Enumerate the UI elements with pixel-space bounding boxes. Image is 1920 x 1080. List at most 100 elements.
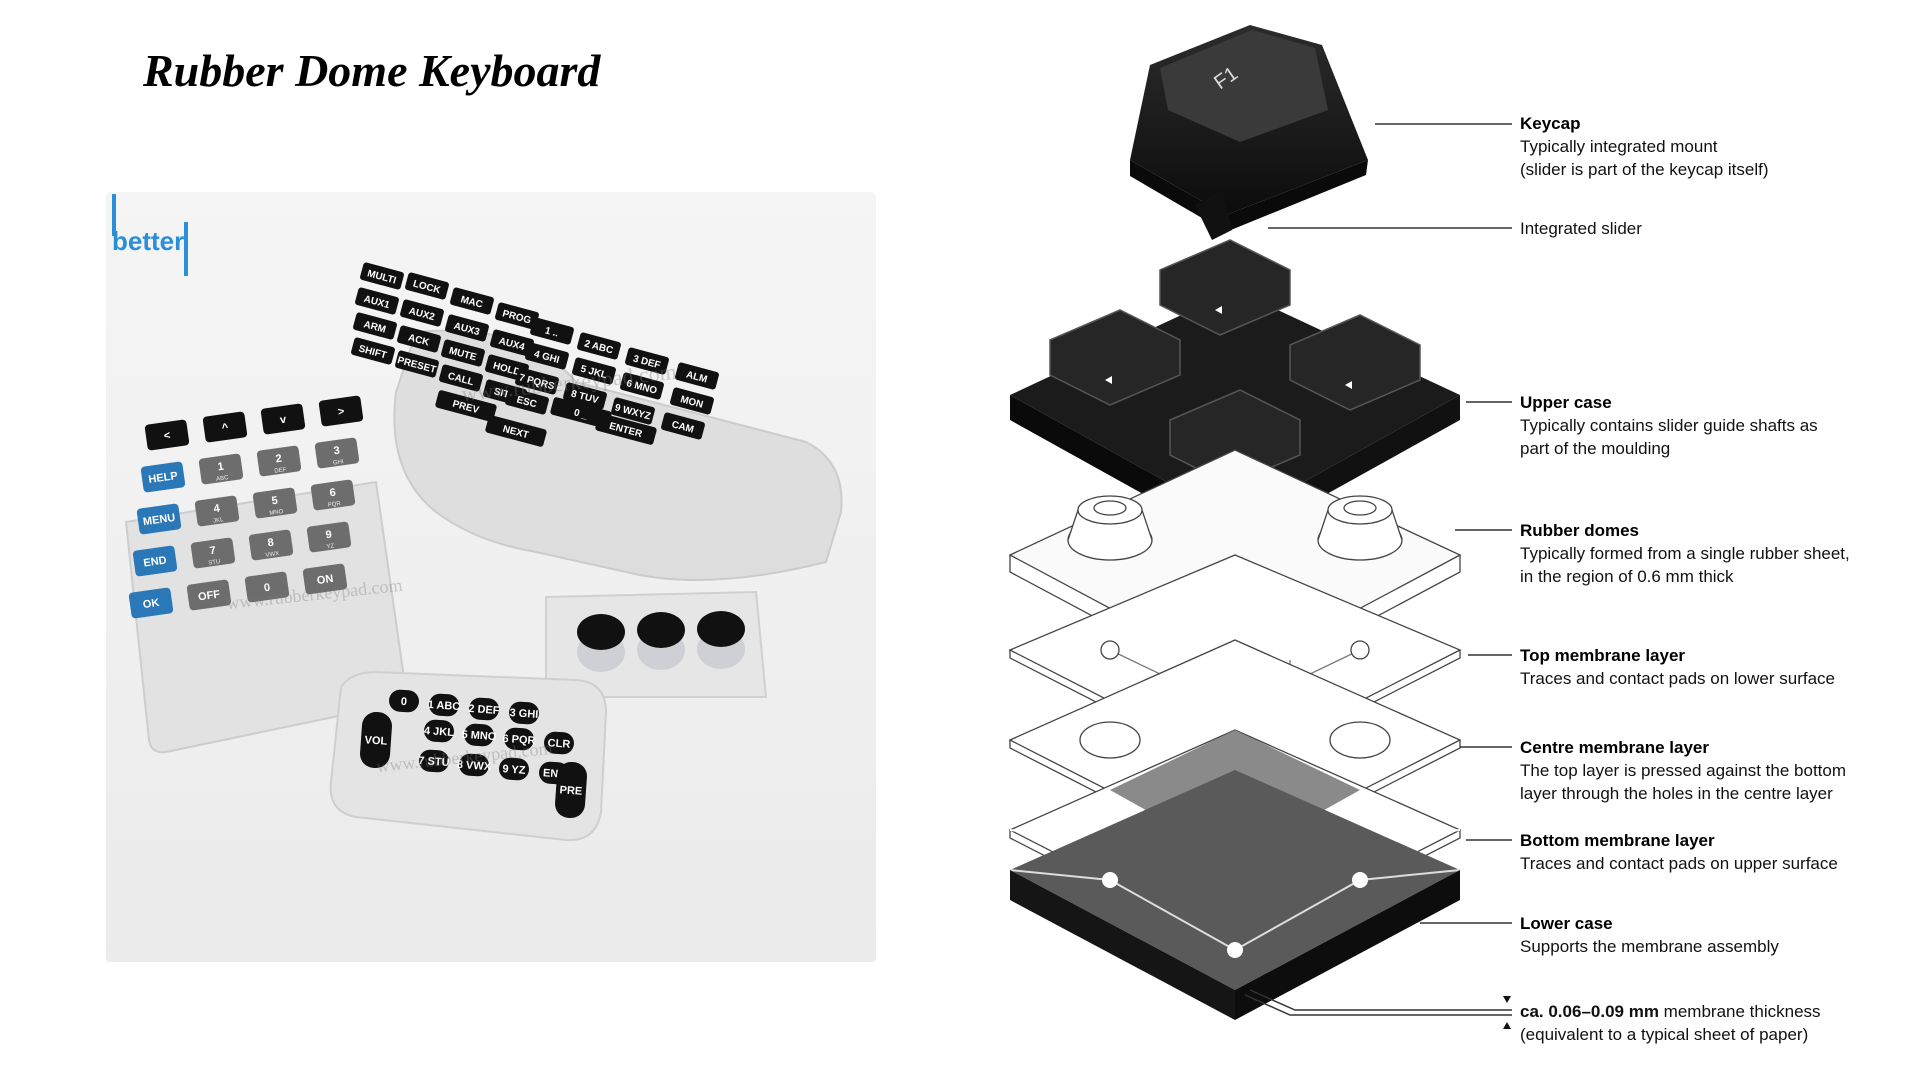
main-key-24: MON [670,387,714,415]
svg-text:2 DEF: 2 DEF [468,703,500,717]
main-key-21: 4 GHI [525,342,569,370]
main-key-31: ENTER [595,413,657,445]
leader-lines [1244,123,1512,1016]
svg-text:4: 4 [213,503,222,516]
svg-text:OFF: OFF [197,588,221,603]
integrated-slider [1195,190,1232,240]
svg-text:7: 7 [209,545,217,558]
svg-text:2: 2 [275,453,283,466]
callout-lower-case-line-1: Supports the membrane assembly [1520,937,1779,956]
left-key-3: v [260,403,306,435]
remote-key-7: 6 PQR [502,727,536,751]
main-key-32: PREV [435,390,497,422]
remote-key-2: 1 ABC [427,693,461,717]
svg-text:1: 1 [217,461,225,474]
callout-upper-case-line-2: part of the moulding [1520,439,1671,458]
main-key-11: MUTE [441,339,485,367]
callout-thickness: ca. 0.06–0.09 mm membrane thickness (equ… [1520,1000,1821,1046]
thickness-arrows-icon [1503,996,1511,1029]
callout-rubber-domes-line-1: Typically formed from a single rubber sh… [1520,544,1850,563]
svg-text:>: > [337,406,345,419]
main-key-15: CALL [439,364,483,392]
round-button-3 [697,611,745,669]
svg-text:VOL: VOL [364,734,388,748]
main-key-7: AUX3 [445,314,489,342]
remote-key-10: 8 VWX [456,753,492,777]
svg-text:3: 3 [333,445,341,458]
remote-key-9: 7 STU [418,749,450,773]
keypad-photo-illustration: MULTILOCKMACPROGAUX1AUX2AUX3AUX4ARMACKMU… [124,262,843,842]
callout-centre-membrane-line-1: The top layer is pressed against the bot… [1520,761,1847,780]
round-buttons [577,611,745,672]
better-logo-icon: better [112,194,188,276]
callout-rubber-domes: Rubber domes Typically formed from a sin… [1520,519,1850,588]
thickness-note: (equivalent to a typical sheet of paper) [1520,1025,1809,1044]
svg-text:END: END [143,554,168,569]
svg-text:6: 6 [329,487,337,500]
callout-top-membrane-label: Top membrane layer [1520,646,1686,665]
main-key-2: LOCK [405,272,449,300]
svg-text:MNO: MNO [269,509,284,517]
callout-slider: Integrated slider [1520,217,1642,240]
svg-text:5 MNO: 5 MNO [461,729,497,743]
svg-text:4 JKL: 4 JKL [424,725,455,739]
callout-lower-case: Lower case Supports the membrane assembl… [1520,912,1779,958]
remote-key-13: VOL [360,711,392,769]
svg-text:6 PQR: 6 PQR [502,733,536,747]
main-key-4: PROG [495,302,539,330]
main-key-23: 6 MNO [620,372,664,400]
callout-centre-membrane: Centre membrane layer The top layer is p… [1520,736,1846,805]
svg-text:ABC: ABC [216,475,230,483]
round-button-1 [577,614,625,672]
main-key-1: MULTI [360,262,404,290]
left-key-9: MENU [136,503,182,535]
callout-keycap-line-2: (slider is part of the keycap itself) [1520,160,1769,179]
callout-upper-case-label: Upper case [1520,393,1612,412]
main-key-9: ARM [353,312,397,340]
lower-case-illustration [1009,770,1461,1020]
left-keypad-keys: <^v>HELP1ABC2DEF3GHIMENU4JKL5MNO6PQREND7… [128,395,364,619]
left-key-19: 0 [244,571,290,603]
main-keypad-keys: MULTILOCKMACPROGAUX1AUX2AUX3AUX4ARMACKMU… [351,262,719,447]
remote-key-3: 2 DEF [468,697,500,721]
callout-upper-case-line-1: Typically contains slider guide shafts a… [1520,416,1818,435]
svg-text:8 VWX: 8 VWX [456,759,492,773]
remote-key-11: 9 YZ [499,757,529,781]
main-key-29: ESC [505,387,549,415]
svg-text:5: 5 [271,495,279,508]
main-key-3: MAC [450,287,494,315]
callout-centre-membrane-line-2: layer through the holes in the centre la… [1520,784,1833,803]
main-key-18: 2 ABC [577,332,621,360]
svg-text:9 YZ: 9 YZ [502,763,526,777]
svg-text:VWX: VWX [265,551,279,559]
svg-text:8: 8 [267,537,275,550]
svg-text:CLR: CLR [547,737,570,751]
callout-thickness-line: ca. 0.06–0.09 mm membrane thickness [1520,1000,1821,1023]
main-key-30: 0 _ [550,397,612,429]
main-key-10: ACK [397,325,441,353]
svg-text:GHI: GHI [333,459,345,466]
svg-text:ON: ON [316,573,334,587]
left-key-20: ON [302,563,348,595]
callout-bottom-membrane-line-1: Traces and contact pads on upper surface [1520,854,1838,873]
svg-text:7 STU: 7 STU [418,755,450,769]
thickness-text: membrane thickness [1658,1002,1821,1021]
callout-keycap-label: Keycap [1520,114,1581,133]
main-key-28: CAM [661,412,705,440]
remote-key-1: 0 [389,689,419,713]
svg-text:ALM: ALM [685,369,709,385]
remote-key-8: CLR [544,731,574,755]
main-key-25: 7 PQRS [515,367,559,395]
remote-keypad-keys: 0 1 ABC 2 DEF 3 GHI 4 JKL 5 MNO 6 PQR CLR 7 STU 8… [360,689,587,819]
logo-text: better [112,226,184,256]
left-key-17: OK [128,587,174,619]
main-key-13: SHIFT [351,337,395,365]
remote-key-4: 3 GHI [509,701,539,725]
